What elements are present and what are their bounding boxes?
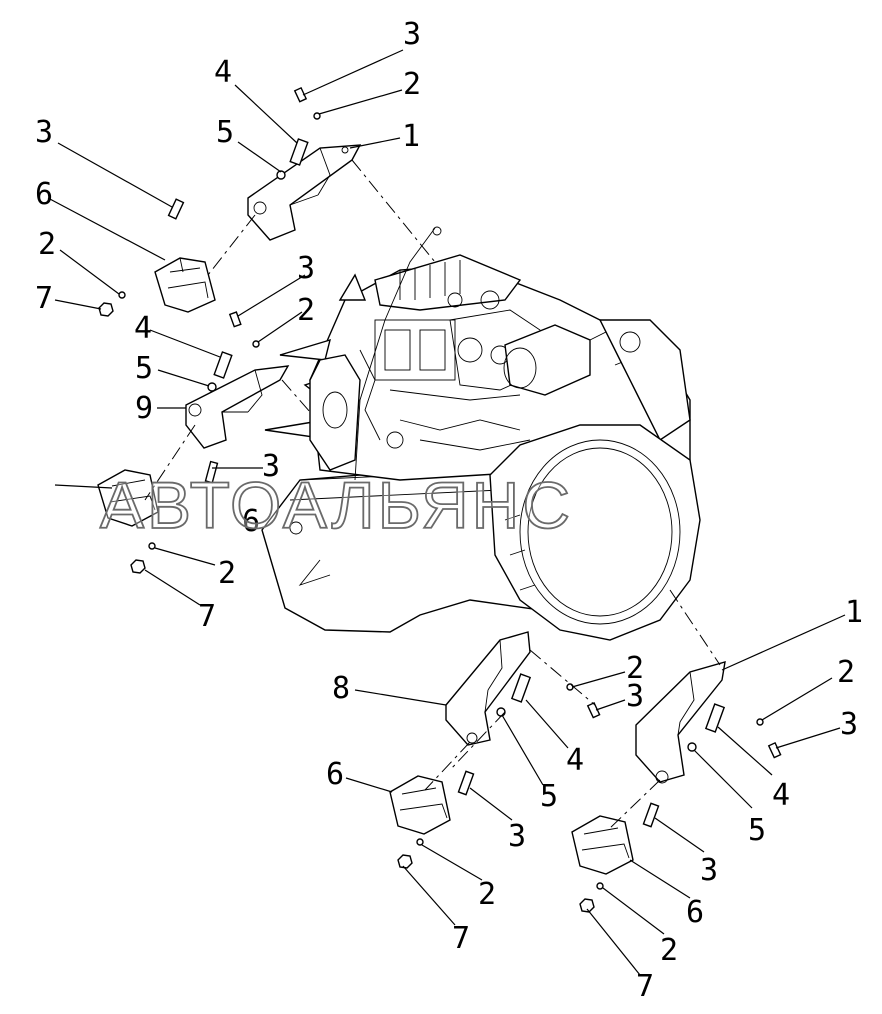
callout-4: 4 [214, 55, 232, 90]
callout-1: 1 [402, 119, 420, 154]
rubber-mount-lower-right [571, 815, 634, 875]
washer-5-upper [276, 170, 286, 180]
callout-5: 5 [748, 813, 766, 848]
washer-2-top [313, 112, 321, 120]
callout-3: 3 [508, 819, 526, 854]
assembly-center-lines [144, 159, 721, 831]
callout-5: 5 [135, 351, 153, 386]
lower-right-bracket-1 [635, 661, 726, 784]
washer-2-mid-left [148, 542, 156, 550]
bolt-3-upper-left [167, 198, 185, 220]
callout-labels: 3 2 4 5 1 3 6 2 7 3 2 4 5 9 3 6 2 7 1 2 … [35, 17, 863, 1004]
callout-3: 3 [840, 707, 858, 742]
nut-7-below-right [579, 898, 595, 913]
nut-7-mid-left [130, 559, 146, 574]
washer-2-below-center [416, 838, 424, 846]
upper-left-bracket-9 [185, 365, 290, 449]
callout-2: 2 [403, 67, 421, 102]
bolt-3-below-center [457, 770, 475, 796]
callout-1: 1 [845, 595, 863, 630]
callout-8: 8 [332, 671, 350, 706]
callout-6: 6 [35, 177, 53, 212]
rubber-mount-middle-left [97, 469, 159, 527]
callout-3: 3 [403, 17, 421, 52]
washer-5-lower-right [687, 742, 697, 752]
callout-3: 3 [700, 853, 718, 888]
callout-7: 7 [35, 281, 53, 316]
callout-5: 5 [540, 779, 558, 814]
callout-3: 3 [35, 115, 53, 150]
callout-7: 7 [198, 599, 216, 634]
upper-left-bracket-1 [247, 144, 362, 241]
bolt-4-lower-center [510, 673, 532, 703]
callout-6: 6 [242, 504, 260, 539]
bolt-3-lower-center [586, 701, 601, 719]
callout-4: 4 [772, 778, 790, 813]
washer-2-below-right [596, 882, 604, 890]
callout-2: 2 [297, 293, 315, 328]
washer-2-upper-left [118, 291, 126, 299]
callout-2: 2 [38, 227, 56, 262]
washer-2-lower-right [756, 718, 764, 726]
leader-lines [47, 49, 846, 976]
lower-center-bracket-8 [445, 631, 531, 746]
bolt-3-below-right [642, 802, 660, 828]
engine-assembly [261, 226, 701, 641]
bolt-3-top [293, 86, 308, 103]
callout-5: 5 [216, 115, 234, 150]
bolt-3-mid-left [228, 311, 242, 328]
washer-5-lower-center [496, 707, 506, 717]
callout-6: 6 [686, 895, 704, 930]
watermark-text: АВТОАЛЬЯНС [100, 468, 573, 542]
callout-2: 2 [218, 556, 236, 591]
nut-7-upper-left [98, 302, 114, 317]
rubber-mount-lower-center [389, 775, 451, 835]
callout-6: 6 [326, 757, 344, 792]
washer-2-mid [252, 340, 260, 348]
callout-9: 9 [135, 391, 153, 426]
callout-2: 2 [837, 655, 855, 690]
callout-2: 2 [626, 651, 644, 686]
callout-3: 3 [626, 679, 644, 714]
bolt-3-mid [204, 460, 219, 484]
callout-4: 4 [566, 743, 584, 778]
callout-7: 7 [452, 921, 470, 956]
callout-7: 7 [636, 969, 654, 1004]
fasteners [98, 86, 782, 913]
callout-2: 2 [660, 933, 678, 968]
bolt-4-lower-right [704, 703, 726, 733]
bolt-4-mid [213, 351, 233, 379]
rubber-mount-upper-left [154, 257, 216, 313]
nut-7-below-center [397, 854, 413, 869]
bolt-4-upper [289, 138, 309, 166]
bolt-3-lower-right [767, 741, 782, 759]
washer-5-mid [207, 382, 217, 392]
callout-2: 2 [478, 877, 496, 912]
callout-3: 3 [297, 251, 315, 286]
callout-3: 3 [262, 449, 280, 484]
callout-4: 4 [134, 311, 152, 346]
